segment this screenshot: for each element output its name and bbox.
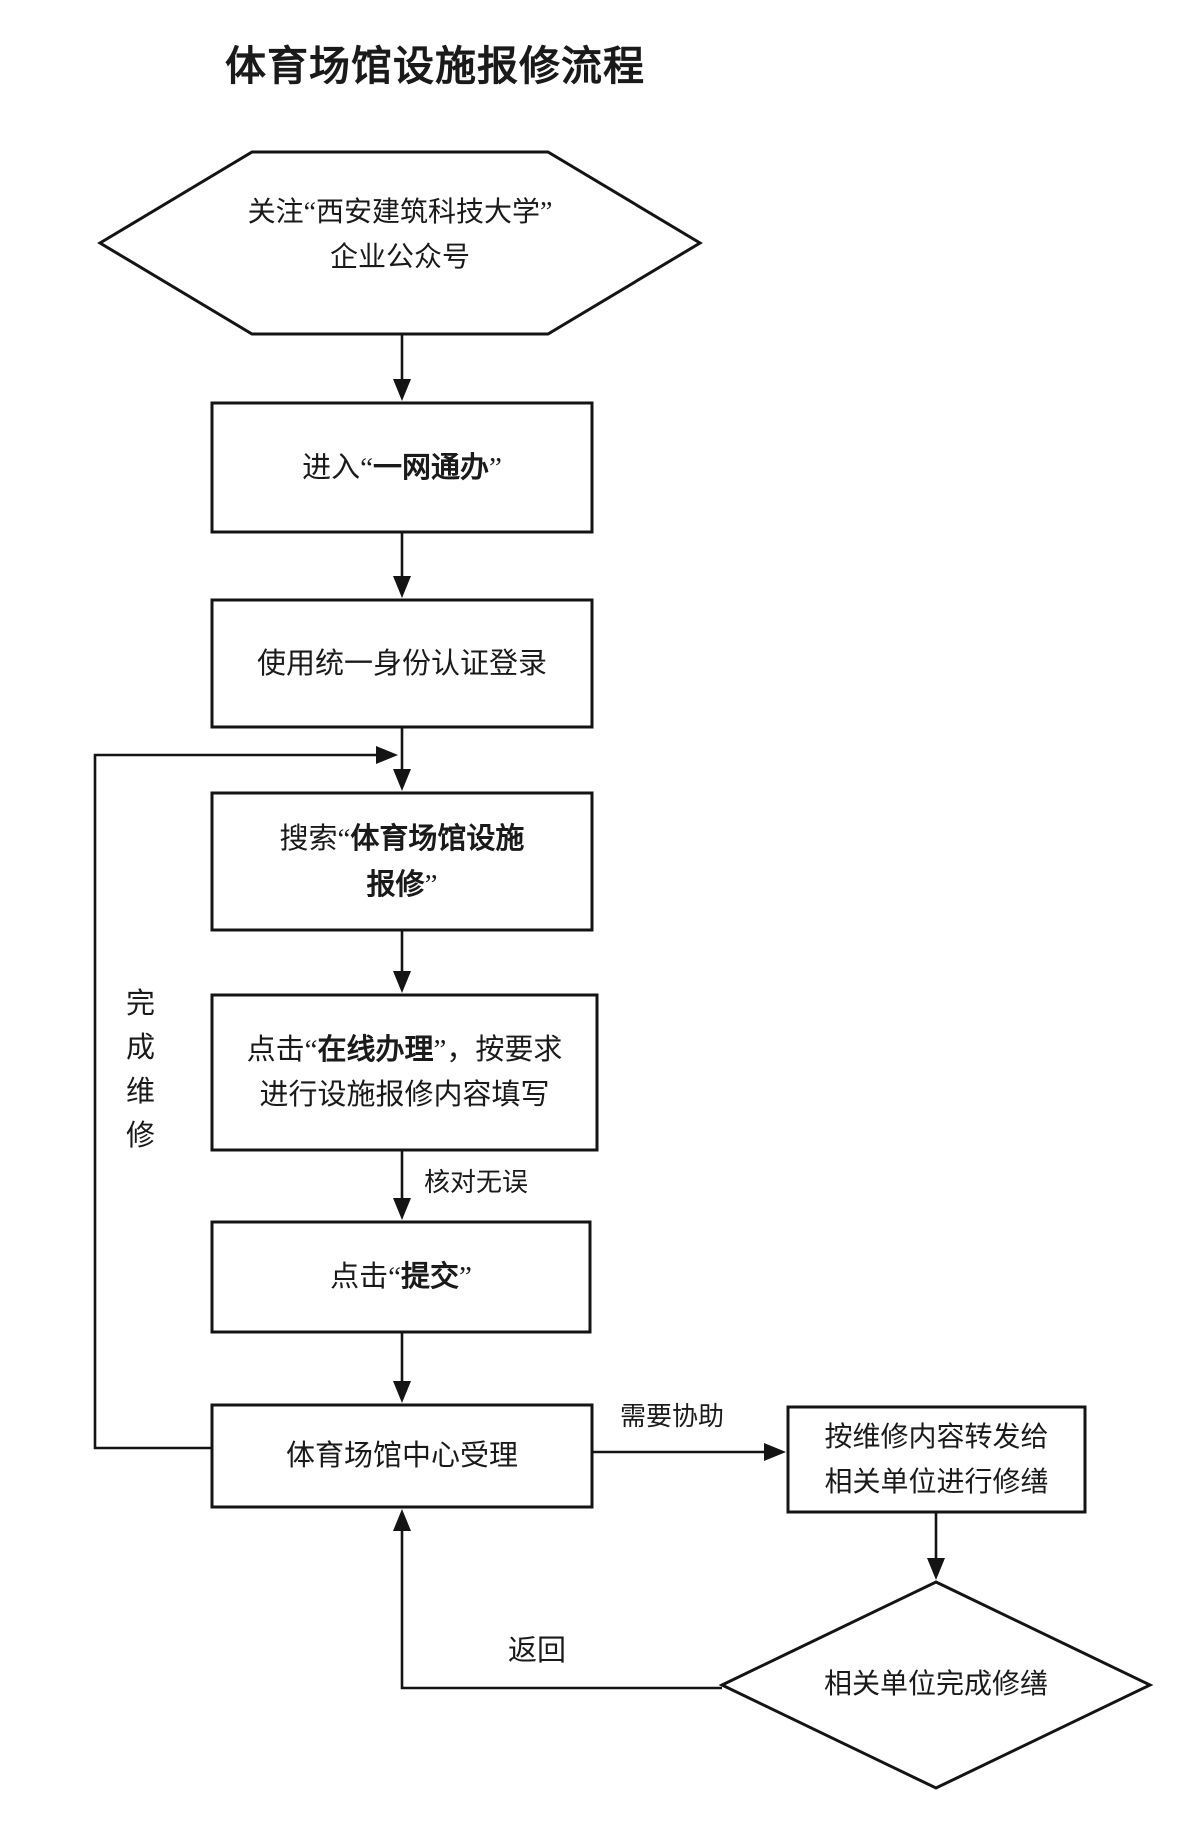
diamond-label: 相关单位完成修缮 — [722, 1582, 1150, 1788]
box7-line2: 相关单位进行修缮 — [824, 1466, 1049, 1498]
arrowhead-down-5 — [393, 1198, 411, 1220]
page-title: 体育场馆设施报修流程 — [225, 43, 645, 89]
box3-label: 搜索“体育场馆设施 报修” — [212, 793, 592, 930]
box4-shape — [210, 993, 599, 1152]
box4-text-bold: 在线办理 — [317, 1033, 434, 1066]
hexagon-line2: 企业公众号 — [329, 242, 470, 273]
box2-label: 使用统一身份认证登录 — [212, 600, 592, 727]
box3-text-bold2: 报修 — [366, 868, 425, 901]
edge-label-return: 返回 — [508, 1635, 567, 1667]
box4-label: 点击“在线办理”，按要求 进行设施报修内容填写 — [212, 995, 597, 1150]
return-line — [400, 1530, 722, 1690]
box6-label: 体育场馆中心受理 — [212, 1405, 592, 1507]
box5-label: 点击“提交” — [212, 1222, 590, 1332]
arrowhead-up-1 — [393, 1509, 411, 1531]
arrowhead-down-7 — [927, 1558, 945, 1580]
edge-label-loop-vertical: 完成维修 — [125, 988, 155, 1152]
box6-shape — [210, 1403, 594, 1509]
box4-text-mid: ”，按要求 — [433, 1033, 563, 1066]
box1-text-close-quote: ” — [489, 451, 502, 484]
hexagon-line1: 关注“西安建筑科技大学” — [247, 197, 553, 228]
edge-label-verify: 核对无误 — [424, 1168, 529, 1197]
loop-line — [93, 753, 377, 1450]
box4-line2: 进行设施报修内容填写 — [259, 1078, 550, 1111]
diamond-shape — [718, 1580, 1154, 1790]
arrowhead-down-1 — [393, 379, 411, 401]
diamond-text: 相关单位完成修缮 — [823, 1669, 1048, 1700]
box1-text-regular: 进入“ — [302, 451, 373, 484]
box7-label: 按维修内容转发给 相关单位进行修缮 — [788, 1407, 1085, 1512]
arrowhead-down-6 — [393, 1381, 411, 1403]
box2-text: 使用统一身份认证登录 — [256, 647, 547, 680]
box3-text-regular: 搜索“ — [279, 822, 351, 855]
box7-line1: 按维修内容转发给 — [824, 1421, 1049, 1453]
box4-text-regular: 点击“ — [246, 1033, 318, 1066]
edge-label-assist: 需要协助 — [620, 1402, 725, 1431]
arrowhead-right-2 — [376, 746, 398, 764]
box5-text-close-quote: ” — [459, 1261, 472, 1293]
box5-text-bold: 提交 — [400, 1261, 459, 1293]
box3-text-bold1: 体育场馆设施 — [350, 822, 525, 855]
arrowhead-right-1 — [764, 1443, 786, 1461]
box1-text-bold: 一网通办 — [372, 451, 489, 484]
hexagon-node-label: 关注“西安建筑科技大学” 企业公众号 — [150, 190, 650, 280]
box5-text-regular: 点击“ — [330, 1261, 401, 1293]
box6-text: 体育场馆中心受理 — [285, 1440, 518, 1472]
arrowhead-down-4 — [393, 971, 411, 993]
hexagon-node-shape — [97, 150, 703, 336]
arrowhead-down-2 — [393, 576, 411, 598]
box1-label: 进入“一网通办” — [212, 403, 592, 532]
box3-text-close-quote: ” — [424, 868, 438, 901]
arrowhead-down-3 — [393, 769, 411, 791]
